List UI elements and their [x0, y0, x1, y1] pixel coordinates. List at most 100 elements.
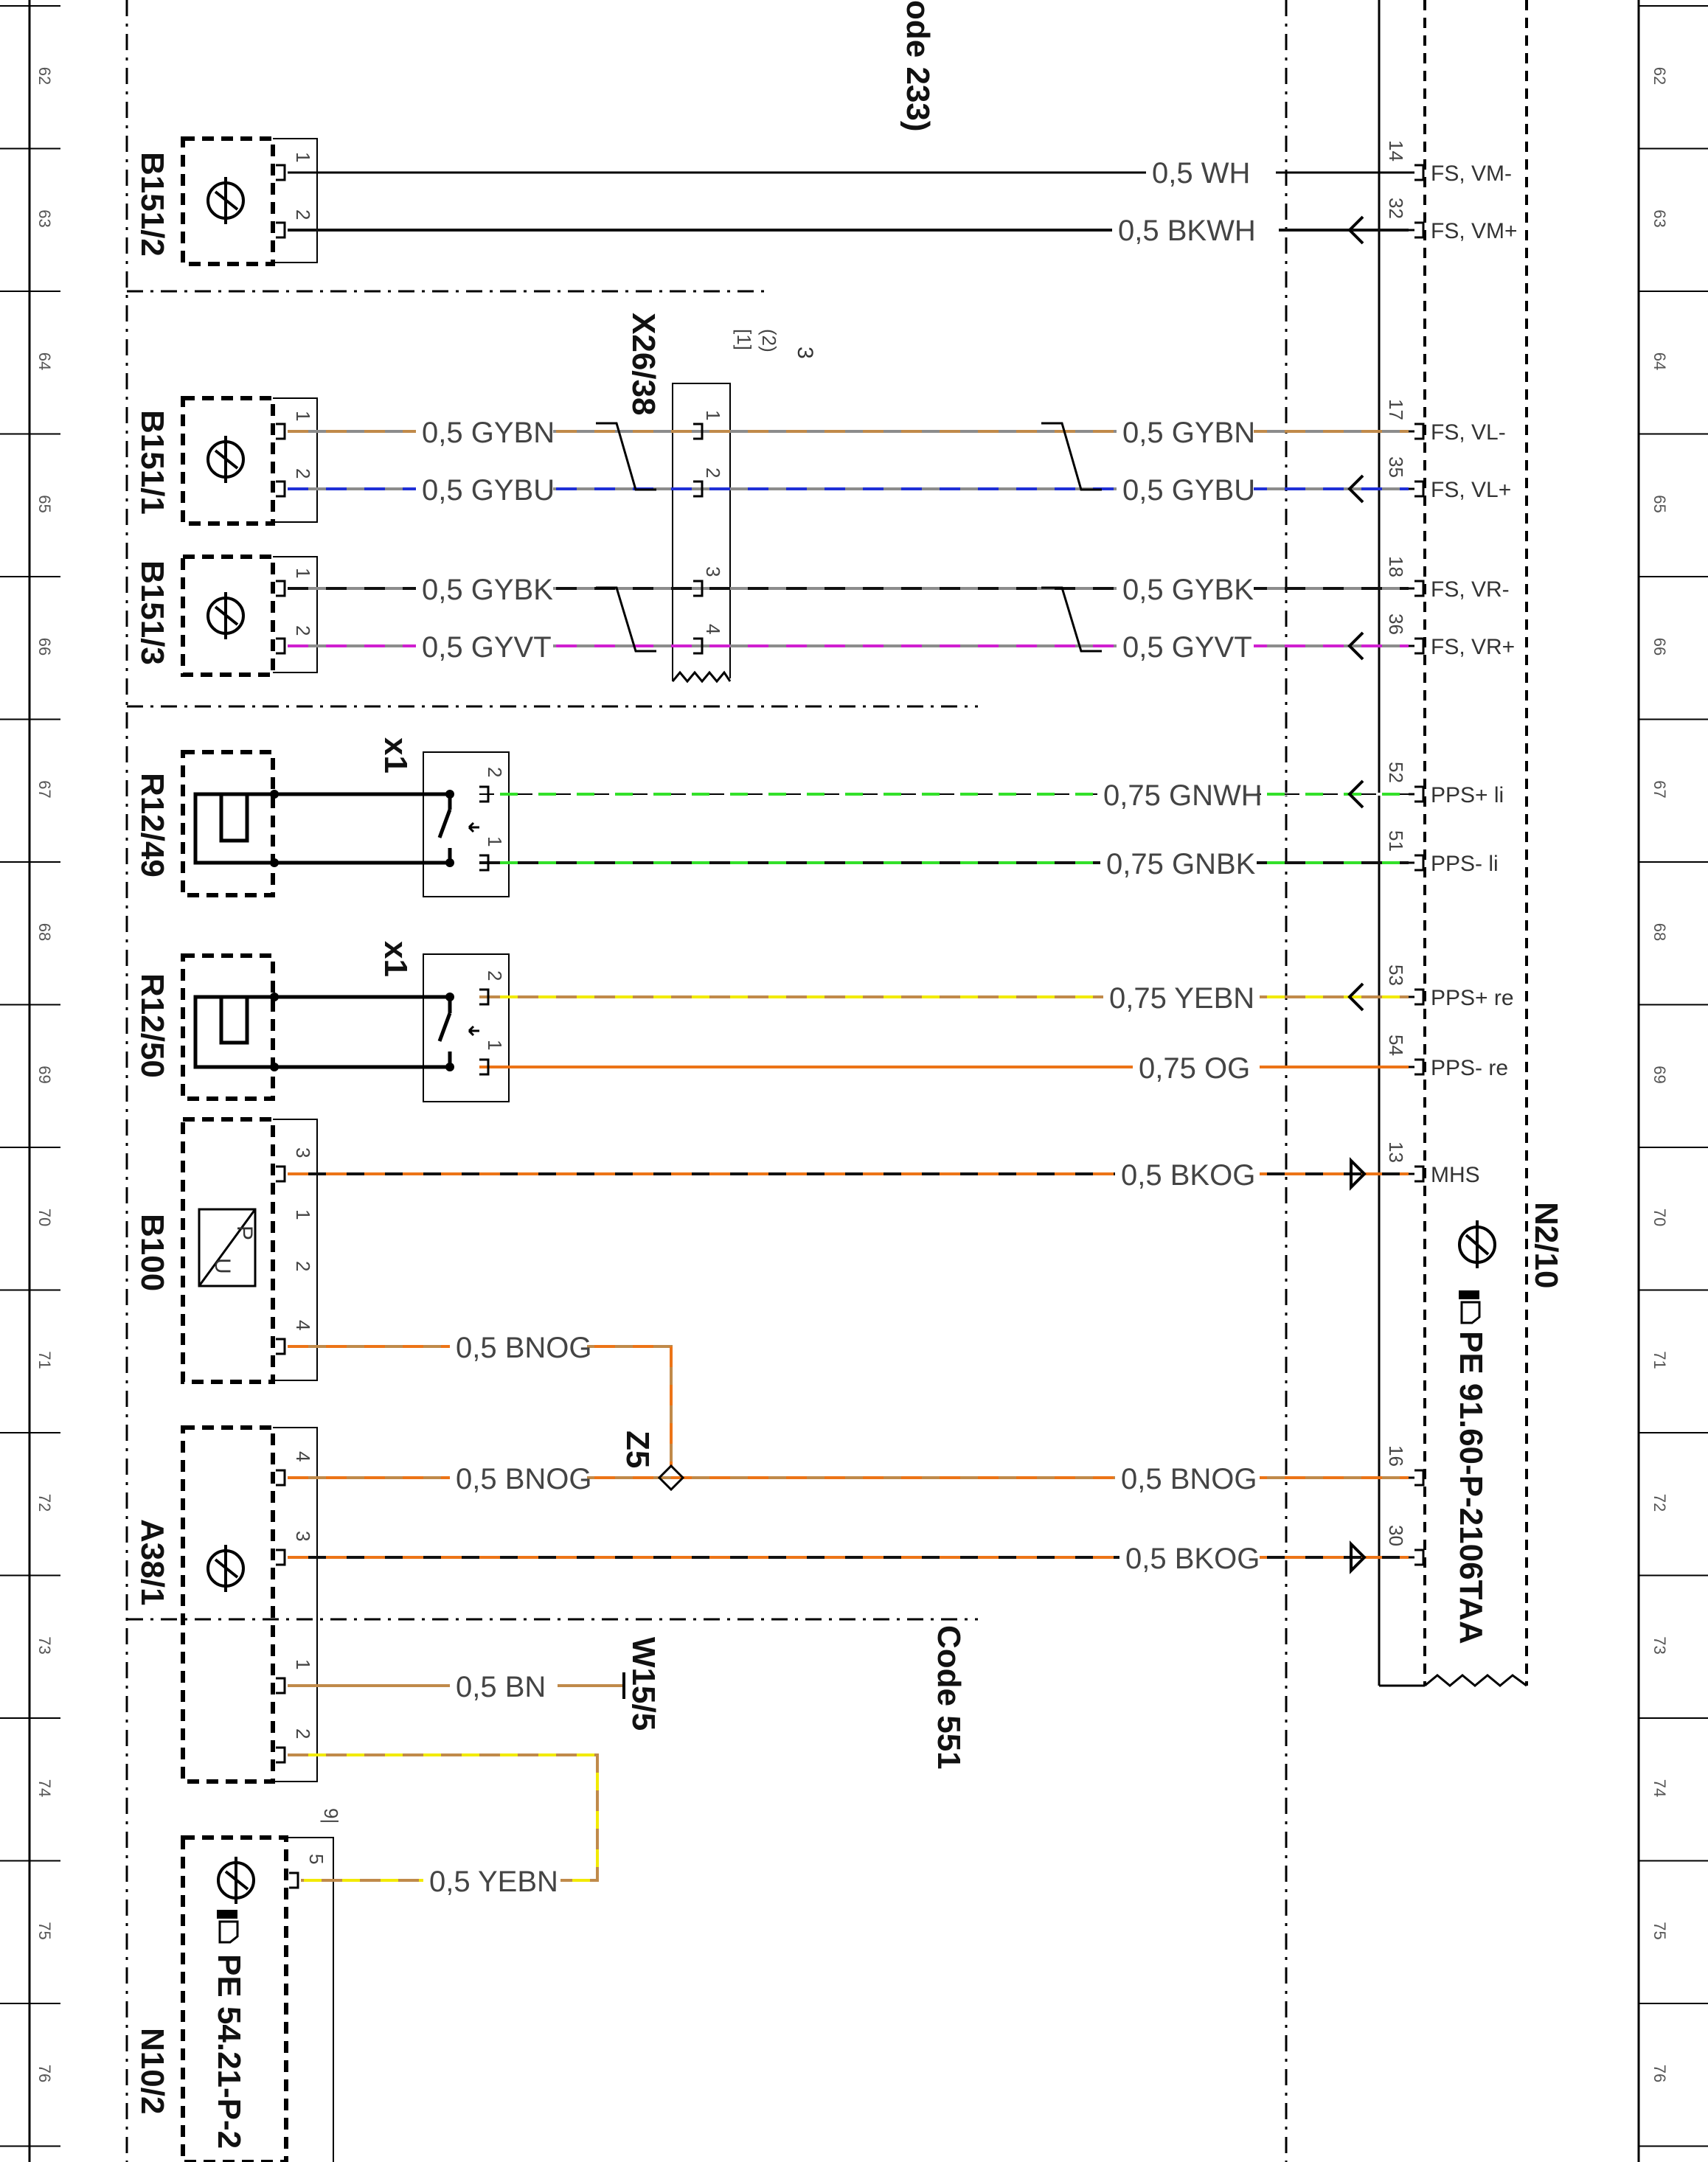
row-number-left: 65 [35, 495, 54, 512]
switch-arrow [468, 821, 479, 833]
pin-socket [276, 164, 286, 181]
label-background [1112, 215, 1279, 248]
unit-signal-label: PPS+ li [1431, 783, 1504, 807]
wire-label-66b-right: 0,5 GYVT [1122, 631, 1252, 664]
label-background [1115, 1160, 1260, 1192]
wire-label-66a-left: 0,5 GYBK [422, 574, 553, 606]
pin-socket [276, 637, 286, 655]
component-pin-number: 2 [484, 970, 506, 981]
connector-pin [693, 423, 704, 440]
wire-label-66a-right: 0,5 GYBK [1122, 574, 1254, 606]
wire-label-66b-left: 0,5 GYVT [422, 631, 552, 664]
unit-pin [1409, 1548, 1425, 1566]
wire-label-65a-right: 0,5 GYBN [1122, 417, 1255, 449]
component-pin-number: 2 [702, 467, 724, 478]
row-number-left: 73 [35, 1636, 54, 1654]
unit-pin [1409, 854, 1425, 872]
unit-pin [1409, 480, 1425, 498]
unit-pin-number: 32 [1385, 198, 1407, 219]
wire-label-75a: 0,5 YEBN [429, 1866, 558, 1898]
component-pin-number: 1 [292, 1659, 314, 1669]
component-pin-number: 1 [484, 1040, 506, 1050]
input-arrow [1347, 215, 1364, 245]
x26-38-label: X26/38 [625, 313, 662, 415]
row-number-left: 63 [35, 209, 54, 227]
unit-signal-label: PPS+ re [1431, 986, 1514, 1010]
wire-label-72a-left: 0,5 BNOG [456, 1463, 592, 1495]
component-pin-number: 1 [702, 410, 724, 420]
label-background [450, 1332, 587, 1365]
component-pin-number: 2 [292, 625, 314, 636]
pin-socket [276, 480, 286, 498]
unit-pin [1409, 1058, 1425, 1076]
unit-pin [1409, 785, 1425, 803]
component-pin-number: 1 [292, 152, 314, 162]
row-number-left: 74 [35, 1779, 54, 1797]
input-arrow [1347, 631, 1364, 661]
pin-socket [276, 1746, 286, 1764]
component-pin-number: 1 [484, 836, 506, 847]
b100-label: B100 [134, 1214, 170, 1291]
code-233-label: ode 233) [900, 0, 936, 132]
speed-sensor-icons [206, 177, 255, 1904]
component-pin-number: 3 [702, 566, 724, 577]
component-pin-number: 3 [292, 1147, 314, 1158]
row-number-right: 69 [1650, 1066, 1669, 1083]
label-background [1146, 158, 1276, 190]
label-background [1103, 983, 1260, 1015]
row-number-right: 64 [1650, 352, 1669, 370]
label-background [416, 574, 553, 607]
unit-pin [1409, 164, 1425, 181]
input-arrow [1347, 474, 1364, 504]
row-number-left: 70 [35, 1209, 54, 1226]
unit-pin-number: 54 [1385, 1035, 1407, 1056]
component-pin-number: 2 [484, 767, 506, 777]
wire-label-69a: 0,75 OG [1139, 1052, 1250, 1085]
unit-signal-label: FS, VR- [1431, 577, 1510, 602]
row-number-right: 70 [1650, 1209, 1669, 1226]
component-pin-number: 4 [292, 1320, 314, 1330]
component-pin-number: 3 [292, 1531, 314, 1541]
connector-pin [693, 580, 704, 597]
manual-hand-icon [217, 1910, 237, 1919]
unit-pin [1409, 221, 1425, 239]
pin-socket [479, 854, 490, 872]
label-background [416, 475, 553, 507]
w15-5-label: W15/5 [625, 1637, 662, 1731]
row-number-left: 71 [35, 1351, 54, 1369]
unit-pin-number: 18 [1385, 556, 1407, 577]
unit-pin-number: 13 [1385, 1141, 1407, 1163]
code-551-label: Code 551 [931, 1625, 967, 1770]
boundaries [125, 0, 1288, 2162]
switch-contact-dots [270, 790, 454, 1071]
label-background [450, 1464, 587, 1496]
r12-50-label: R12/50 [134, 973, 170, 1078]
wire-label-65b-left: 0,5 GYBU [422, 474, 555, 507]
unit-pin [1409, 580, 1425, 597]
component-pin-number: 1 [292, 411, 314, 421]
component-pin-number: 1 [292, 1209, 314, 1220]
pin-socket [276, 1165, 286, 1183]
pin-socket [479, 1058, 490, 1076]
row-number-right: 66 [1650, 638, 1669, 656]
input-arrow [1347, 982, 1364, 1012]
unit-signal-label: FS, VR+ [1431, 635, 1515, 659]
wire-label-73a: 0,5 BN [456, 1671, 546, 1703]
connector-pin [693, 637, 704, 655]
pin-socket [289, 1871, 299, 1889]
pin-socket [276, 423, 286, 440]
component-pin-number: 2 [292, 1261, 314, 1271]
label-background [423, 1866, 560, 1899]
pin-markers [276, 164, 1425, 1889]
wire-row71-bnog-stripe [288, 1345, 673, 1467]
b100-u-letter: U [210, 1258, 235, 1274]
row-number-left: 68 [35, 923, 54, 941]
b100-p-letter: P [232, 1226, 257, 1240]
wire-label-72a-right: 0,5 BNOG [1121, 1463, 1257, 1495]
row-number-right: 65 [1650, 495, 1669, 512]
unit-signal-label: FS, VM+ [1431, 219, 1518, 243]
unit-pin-number: 17 [1385, 399, 1407, 420]
wire-label-65a-left: 0,5 GYBN [422, 417, 555, 449]
pin-socket [479, 988, 490, 1006]
